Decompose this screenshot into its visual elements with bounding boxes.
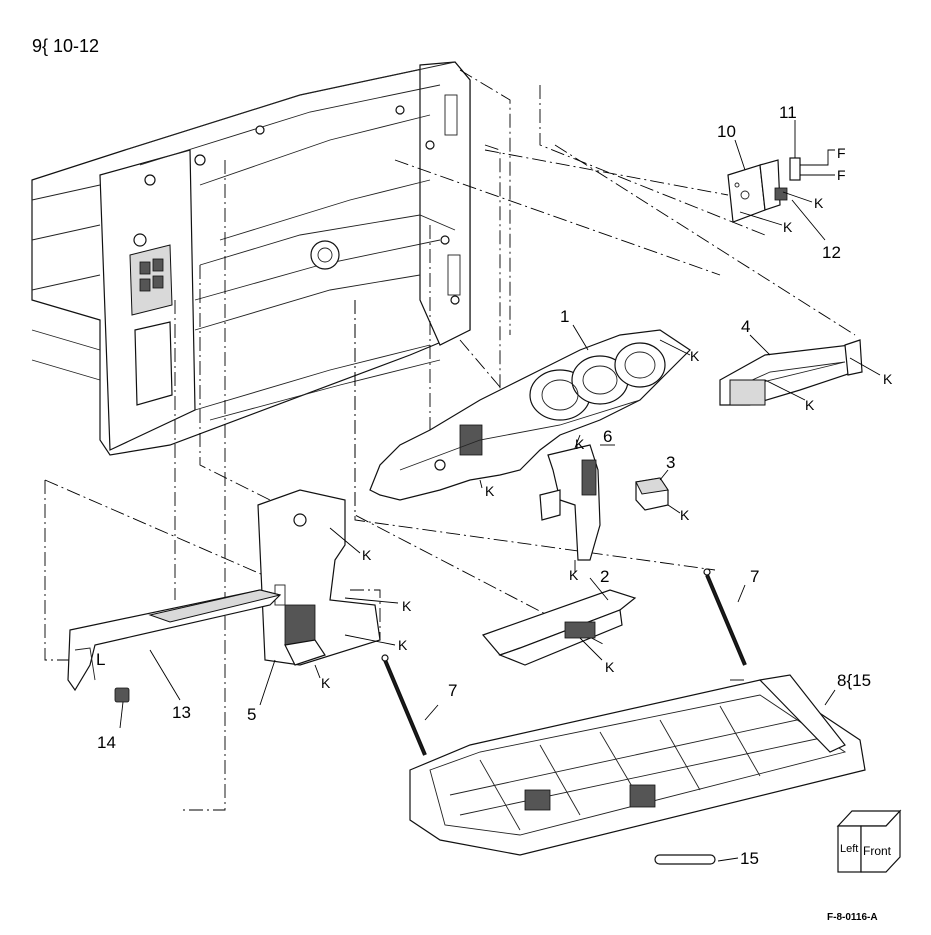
fastener-k: K: [398, 637, 408, 653]
fastener-k: K: [805, 397, 815, 413]
callout-6: 6: [603, 427, 612, 446]
callout-3: 3: [666, 453, 675, 472]
fastener-k: K: [485, 483, 495, 499]
callout-1: 1: [560, 307, 569, 326]
callout-10: 10: [717, 122, 736, 141]
part-12-clamp: [774, 187, 788, 201]
part-5-cover: [257, 489, 381, 666]
part-7-link-arms: [381, 568, 747, 756]
part-15-pad: [654, 854, 716, 865]
fastener-k: K: [321, 675, 331, 691]
assembly-guide-lines: [44, 69, 856, 811]
callout-15: 15: [740, 849, 759, 868]
part-13-guide: [67, 589, 282, 692]
callout-11: 11: [779, 103, 797, 122]
fastener-k: K: [690, 348, 700, 364]
main-frame-assembly: [31, 61, 471, 456]
fastener-f: F: [837, 167, 846, 183]
fastener-k: K: [569, 567, 579, 583]
part-10-bracket: [727, 159, 781, 223]
callout-4: 4: [741, 317, 750, 336]
part-2-cover: [481, 589, 637, 666]
part-14-stopper: [114, 687, 130, 703]
cube-left-label: Left: [840, 843, 858, 855]
diagram-title: 9{ 10-12: [32, 36, 99, 56]
callout-2: 2: [600, 567, 609, 586]
callout-14: 14: [97, 733, 116, 752]
part-11-sensor: [789, 149, 835, 181]
callout-7b: 7: [750, 567, 759, 586]
fastener-k: K: [680, 507, 690, 523]
fastener-k: K: [402, 598, 412, 614]
fastener-f: F: [837, 145, 846, 161]
part-3-latch: [635, 477, 669, 511]
fastener-k: K: [575, 436, 585, 452]
fastener-k: K: [883, 371, 893, 387]
fastener-l: L: [96, 650, 105, 669]
callout-8: 8{15: [837, 671, 871, 690]
cube-front-label: Front: [863, 844, 892, 858]
fastener-k: K: [783, 219, 793, 235]
fastener-k: K: [814, 195, 824, 211]
callout-12: 12: [822, 243, 841, 262]
part-1-bracket: [369, 329, 691, 501]
callout-leader-lines: [119, 120, 881, 862]
figure-id: F-8-0116-A: [827, 912, 878, 923]
part-4-tray: [719, 339, 863, 406]
callout-13: 13: [172, 703, 191, 722]
callout-7a: 7: [448, 681, 457, 700]
part-6-guide: [539, 444, 601, 561]
fastener-k: K: [605, 659, 615, 675]
callout-5: 5: [247, 705, 256, 724]
part-8-tray: [409, 674, 866, 856]
fastener-k: K: [362, 547, 372, 563]
orientation-cube: Left Front: [836, 809, 902, 873]
